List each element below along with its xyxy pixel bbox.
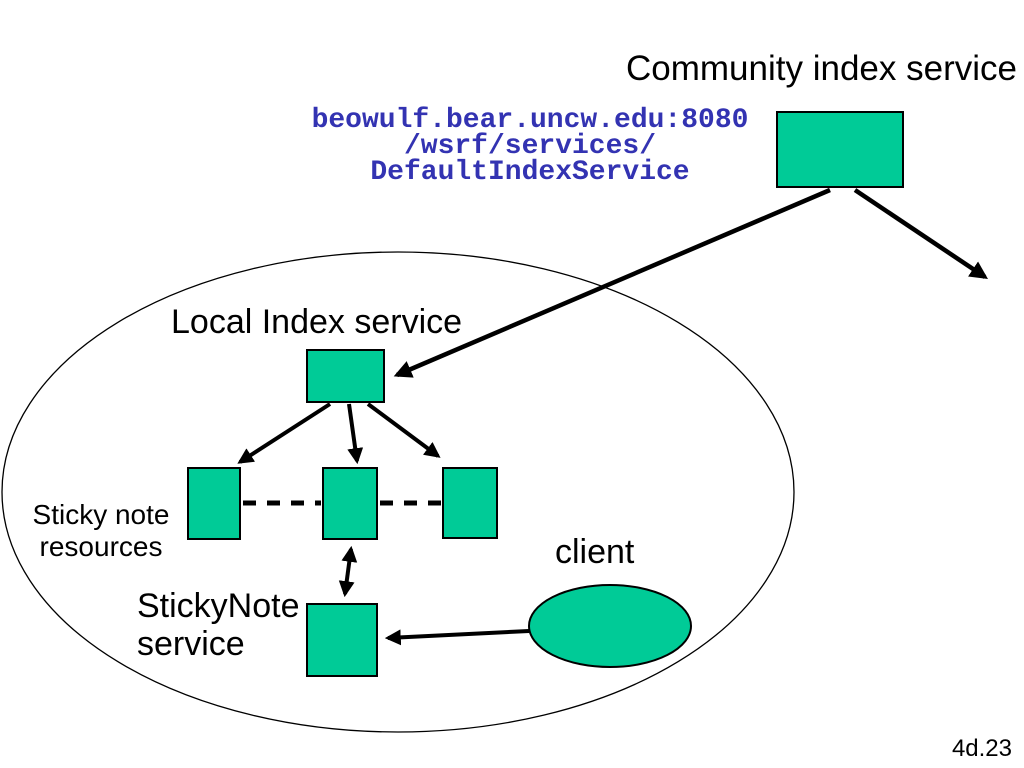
stickynote-service-label-line-1: StickyNote bbox=[137, 587, 300, 625]
community-index-box bbox=[776, 111, 904, 188]
client-ellipse bbox=[528, 584, 692, 668]
client-label: client bbox=[555, 533, 635, 571]
arrow-local-to-resource-3 bbox=[366, 402, 441, 458]
sticky-note-resource-box-3 bbox=[442, 467, 498, 539]
slide-title: Community index service bbox=[626, 49, 1017, 88]
stickynote-service-box bbox=[306, 603, 378, 677]
endpoint-address: beowulf.bear.uncw.edu:8080 /wsrf/service… bbox=[278, 105, 782, 188]
arrow-service-resource-link bbox=[338, 545, 358, 598]
sticky-note-resources-label: Sticky note resources bbox=[16, 499, 186, 563]
endpoint-address-line-1: beowulf.bear.uncw.edu:8080 bbox=[311, 105, 749, 136]
arrow-client-to-service bbox=[384, 629, 530, 646]
local-index-service-label: Local Index service bbox=[171, 303, 463, 341]
sticky-note-resource-box-2 bbox=[322, 467, 378, 540]
sticky-note-resources-label-line-1: Sticky note bbox=[32, 499, 170, 530]
stickynote-service-label-line-2: service bbox=[137, 625, 245, 663]
sticky-note-resources-label-line-2: resources bbox=[39, 531, 163, 562]
arrow-community-to-external bbox=[853, 188, 988, 280]
arrow-local-to-resource-2 bbox=[347, 403, 364, 465]
slide-number: 4d.23 bbox=[951, 735, 1012, 762]
endpoint-address-line-3: DefaultIndexService bbox=[370, 157, 690, 188]
community-boundary-ellipse bbox=[1, 251, 795, 733]
stickynote-service-label: StickyNote service bbox=[137, 587, 300, 663]
arrow-local-to-resource-1 bbox=[237, 402, 332, 464]
sticky-note-resource-box-1 bbox=[187, 467, 241, 540]
endpoint-address-line-2: /wsrf/services/ bbox=[403, 131, 657, 162]
arrow-community-to-local-index bbox=[393, 187, 831, 378]
local-index-box bbox=[306, 349, 385, 403]
